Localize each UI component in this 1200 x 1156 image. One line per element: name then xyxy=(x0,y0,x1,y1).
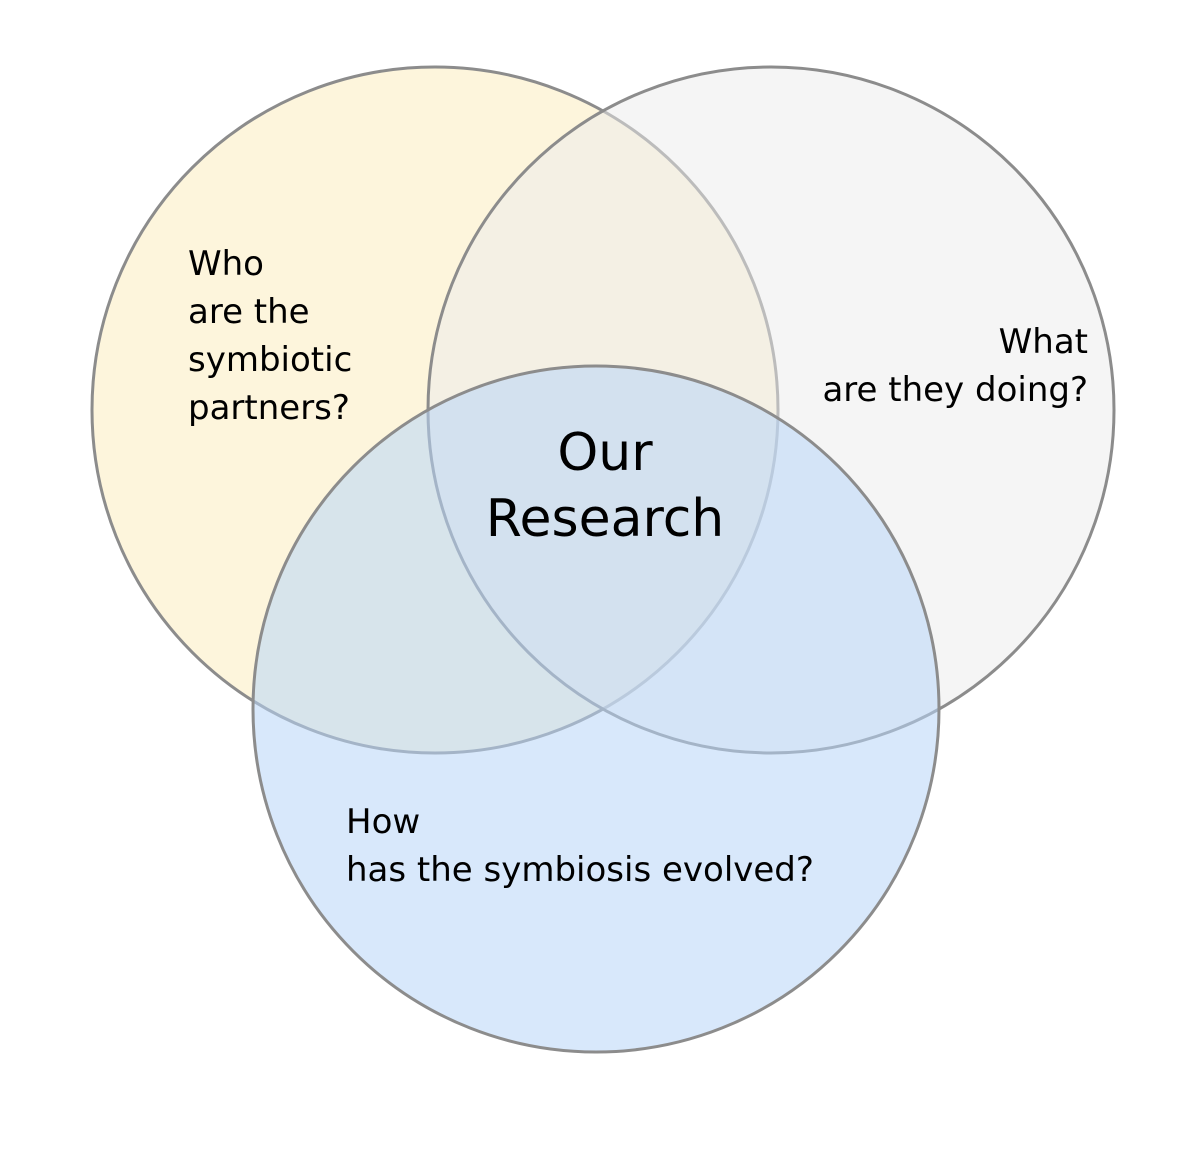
label-line: What xyxy=(998,322,1088,362)
label-line: are they doing? xyxy=(822,370,1088,410)
label-line: Who xyxy=(188,244,264,284)
label-line: has the symbiosis evolved? xyxy=(346,850,814,890)
label-line: Our xyxy=(557,423,653,483)
label-line: symbiotic xyxy=(188,340,353,380)
label-line: Research xyxy=(485,489,725,549)
label-line: How xyxy=(346,802,421,842)
label-line: are the xyxy=(188,292,310,332)
label-what-are-they-doing: What are they doing? xyxy=(822,318,1088,414)
label-line: partners? xyxy=(188,388,350,428)
label-how-evolved: How has the symbiosis evolved? xyxy=(346,798,814,894)
label-our-research: Our Research xyxy=(486,420,725,552)
label-who-are-partners: Who are the symbiotic partners? xyxy=(188,240,352,432)
circle-evolution xyxy=(251,364,941,1054)
